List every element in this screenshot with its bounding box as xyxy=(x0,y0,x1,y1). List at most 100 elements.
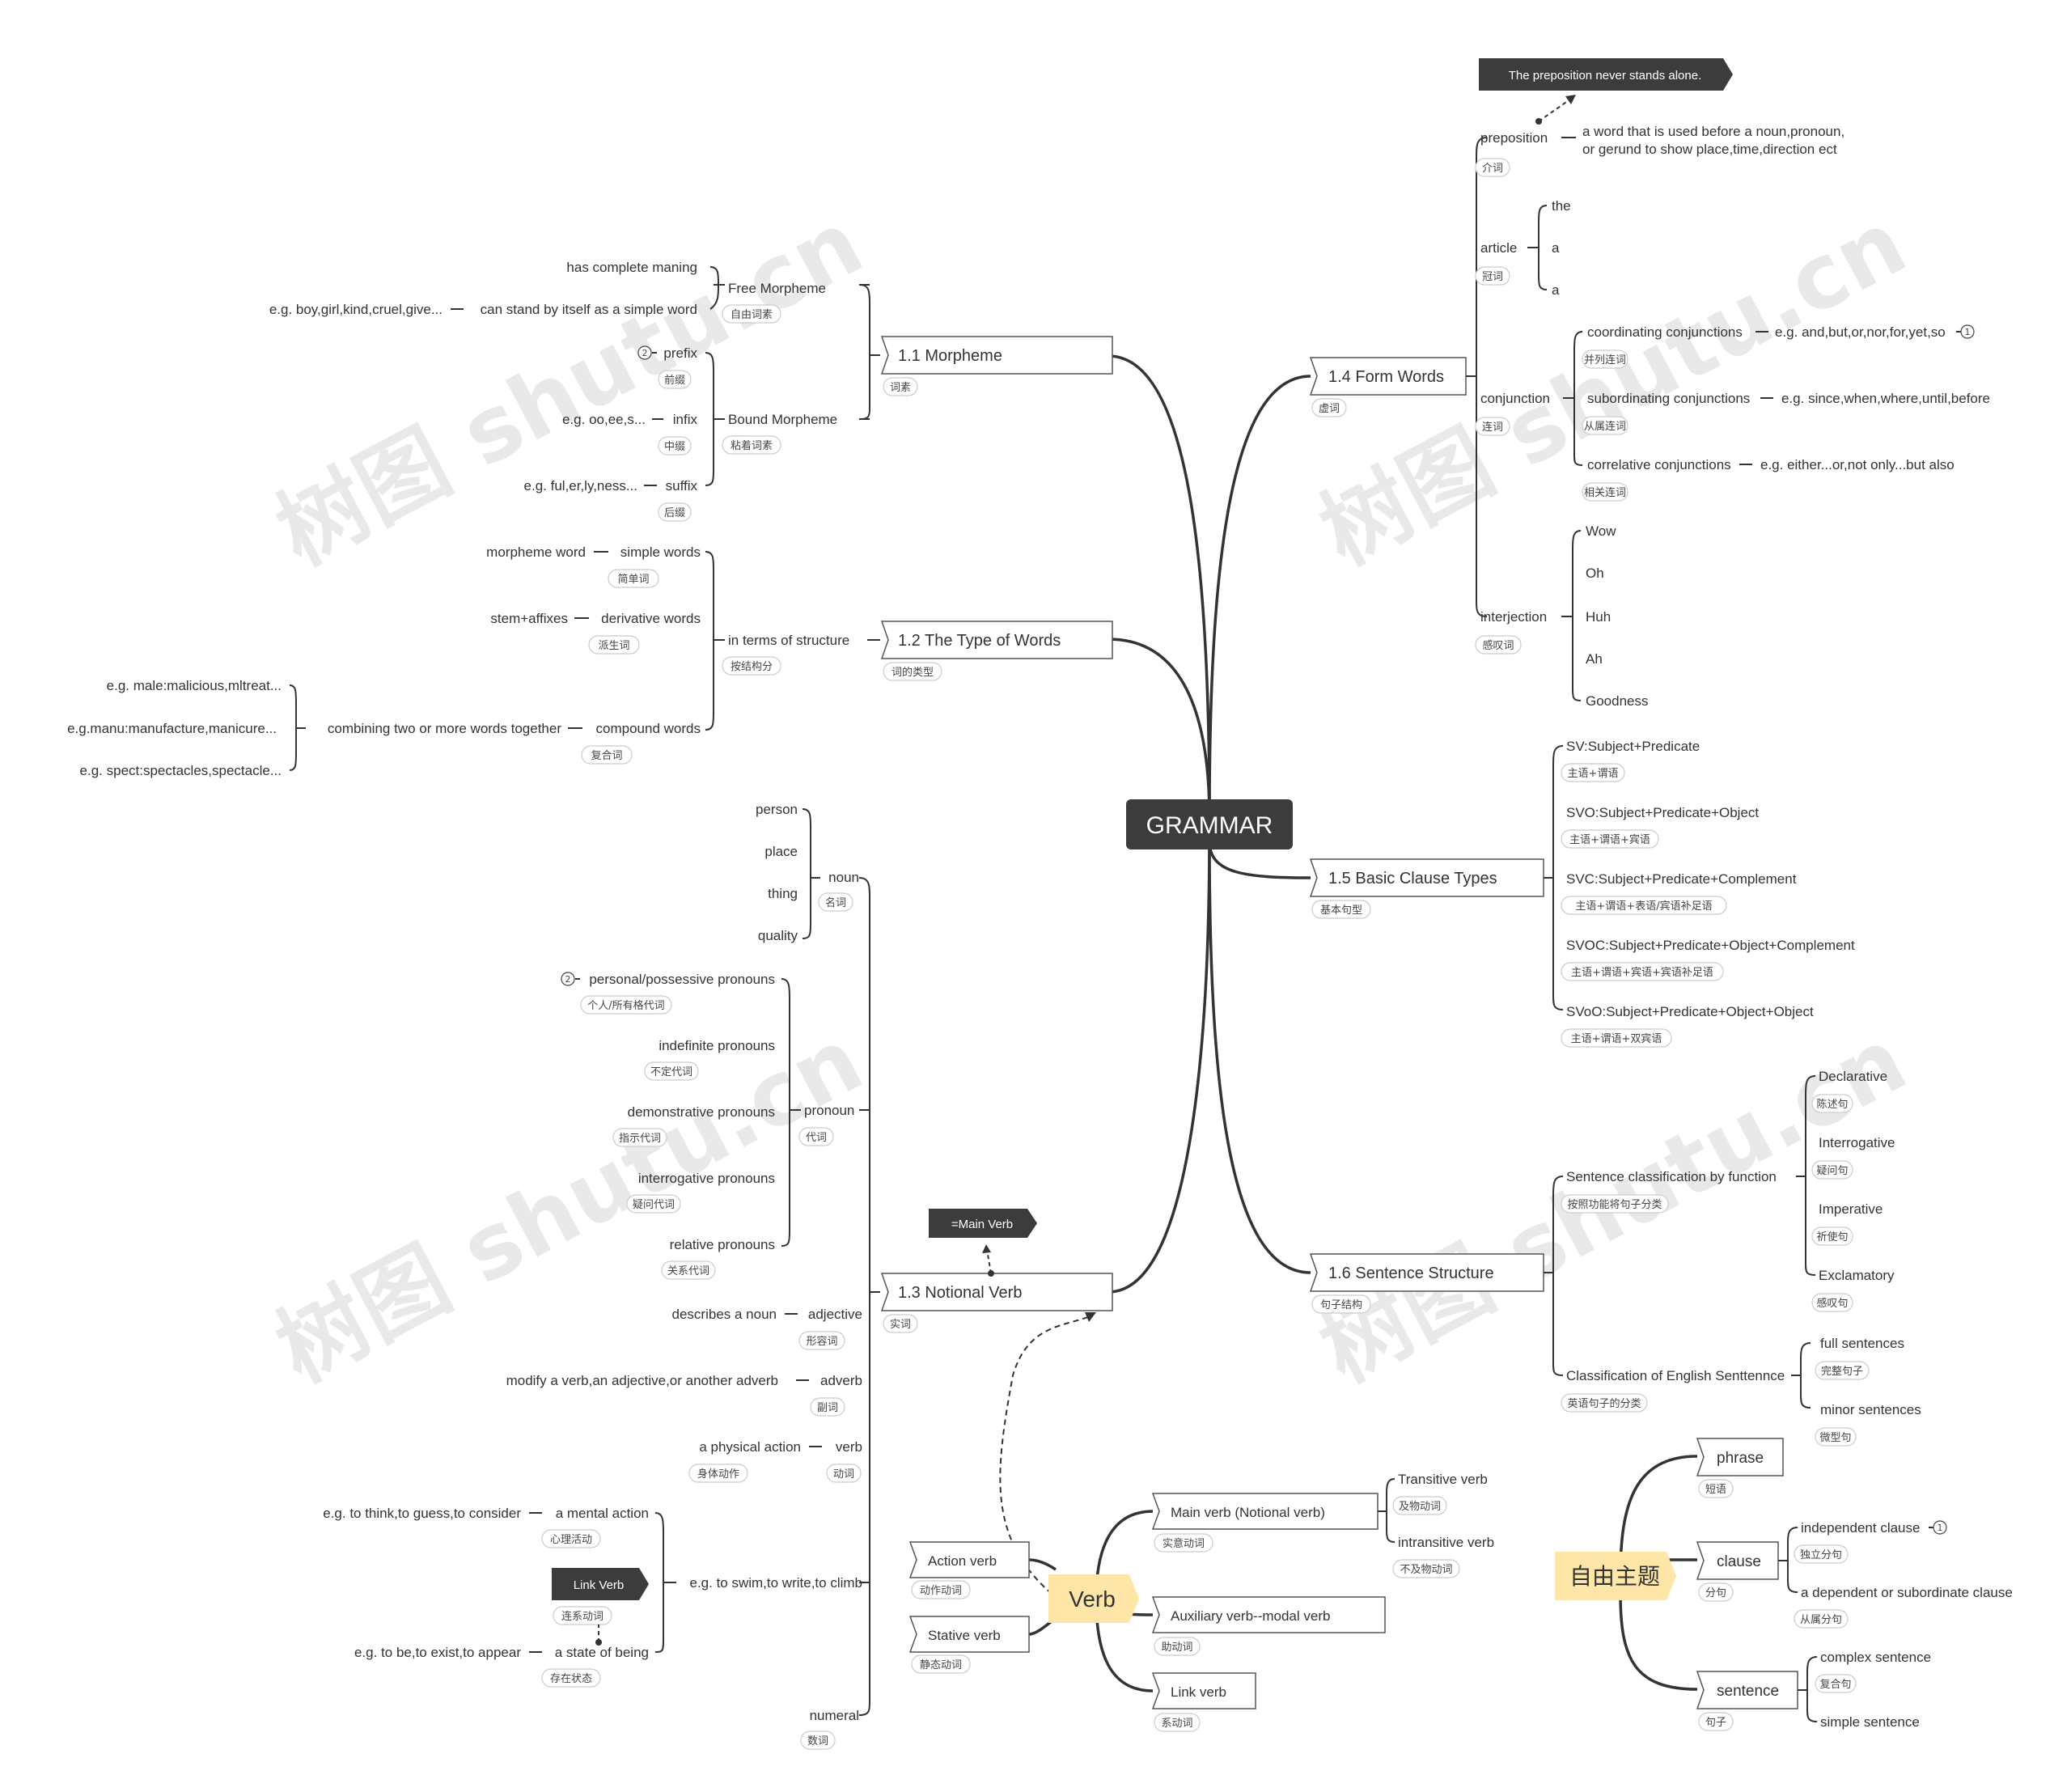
clause-label: clause xyxy=(1717,1553,1761,1570)
correlative-sub: 相关连词 xyxy=(1584,486,1626,499)
link-verb-callout-sub: 连系动词 xyxy=(561,1610,604,1623)
demonstrative-pronouns: demonstrative pronouns xyxy=(628,1104,775,1120)
interjection-ah: Ah xyxy=(1586,651,1603,667)
stative-verb[interactable] xyxy=(908,1616,1030,1653)
numeral: numeral xyxy=(810,1708,859,1723)
topic-form[interactable] xyxy=(1309,357,1467,396)
subordinating-example: e.g. since,when,where,until,before xyxy=(1781,391,1990,406)
link-verb[interactable] xyxy=(1151,1672,1256,1709)
main-verb[interactable] xyxy=(1151,1493,1379,1530)
correlative-example: e.g. either...or,not only...but also xyxy=(1760,457,1955,472)
exclamatory-sub: 感叹句 xyxy=(1816,1297,1848,1310)
state-of-being: a state of being xyxy=(555,1645,649,1660)
topic-form-sub: 虚词 xyxy=(1319,403,1340,415)
article-a: a xyxy=(1552,240,1560,256)
link-verb-sub: 系动词 xyxy=(1161,1718,1192,1730)
topic-types-sub: 词的类型 xyxy=(892,666,934,679)
preposition-callout[interactable] xyxy=(1479,58,1733,91)
main-verb-callout[interactable] xyxy=(929,1209,1037,1238)
clause-sub: 分句 xyxy=(1705,1587,1726,1599)
clause-svoo-sub: 主语+谓语+双宾语 xyxy=(1571,1032,1662,1045)
imperative-sub: 祈使句 xyxy=(1816,1231,1848,1243)
interjection-sub: 感叹词 xyxy=(1482,639,1514,652)
verb-topic[interactable] xyxy=(1048,1574,1139,1623)
noun-quality: quality xyxy=(758,928,798,943)
topic-morpheme[interactable] xyxy=(880,336,1113,375)
interjection-goodness: Goodness xyxy=(1586,693,1649,709)
article-sub: 冠词 xyxy=(1482,271,1503,283)
state-of-being-sub: 存在状态 xyxy=(550,1673,592,1685)
bound-morpheme: Bound Morpheme xyxy=(728,412,837,427)
topic-clause[interactable] xyxy=(1309,858,1544,897)
free-topic[interactable] xyxy=(1555,1552,1676,1600)
auxiliary-verb-sub: 助动词 xyxy=(1161,1642,1192,1654)
subordinating-conjunctions: subordinating conjunctions xyxy=(1587,391,1750,406)
imperative: Imperative xyxy=(1819,1201,1883,1217)
preposition-def-2: or gerund to show place,time,direction e… xyxy=(1582,142,1837,157)
clause-svo-sub: 主语+谓语+宾语 xyxy=(1569,833,1650,846)
suffix: suffix xyxy=(666,478,698,494)
state-of-being-example: e.g. to be,to exist,to appear xyxy=(354,1645,521,1660)
derivative-words-sub: 派生词 xyxy=(598,640,629,652)
indefinite-pronouns: indefinite pronouns xyxy=(659,1038,775,1053)
adjective-sub: 形容词 xyxy=(806,1335,837,1348)
minor-sentences-sub: 微型句 xyxy=(1819,1432,1851,1444)
compound-example-1: e.g. male:malicious,mltreat... xyxy=(107,678,282,693)
topic-notional[interactable] xyxy=(880,1273,1113,1311)
preposition-def-1: a word that is used before a noun,pronou… xyxy=(1582,124,1844,139)
infix-sub: 中缀 xyxy=(664,441,685,453)
phrase-node[interactable] xyxy=(1696,1438,1784,1476)
branch-form: 1.4 Form Words 虚词 The preposition never … xyxy=(1309,58,1990,709)
topic-sentence[interactable] xyxy=(1309,1253,1544,1292)
adverb-sub: 副词 xyxy=(817,1402,838,1414)
english-classification: Classification of English Senttennce xyxy=(1566,1368,1785,1383)
sentence-label: sentence xyxy=(1717,1683,1779,1700)
action-verb-sub: 动作动词 xyxy=(920,1585,962,1597)
complex-sentence-sub: 复合句 xyxy=(1819,1679,1851,1691)
verb-example: e.g. to swim,to write,to climb xyxy=(689,1575,862,1591)
interjection-wow: Wow xyxy=(1586,523,1616,539)
verb-desc: a physical action xyxy=(699,1439,801,1455)
action-verb[interactable] xyxy=(908,1541,1030,1578)
clause-svoo: SVoO:Subject+Predicate+Object+Object xyxy=(1566,1004,1814,1019)
topic-form-label: 1.4 Form Words xyxy=(1328,368,1444,386)
center-node[interactable]: GRAMMAR xyxy=(1126,799,1293,849)
preposition-callout-label: The preposition never stands alone. xyxy=(1509,69,1701,83)
phrase-label: phrase xyxy=(1717,1450,1764,1467)
simple-words-sub: 简单词 xyxy=(617,573,649,586)
free-morpheme-example: e.g. boy,girl,kind,cruel,give... xyxy=(269,302,443,317)
simple-words: simple words xyxy=(620,544,701,560)
branch-sentence: 1.6 Sentence Structure 句子结构 Sentence cla… xyxy=(1309,1069,1921,1447)
correlative-conjunctions: correlative conjunctions xyxy=(1587,457,1731,472)
topic-sentence-sub: 句子结构 xyxy=(1320,1299,1362,1311)
clause-node[interactable] xyxy=(1696,1541,1779,1580)
interjection-oh: Oh xyxy=(1586,566,1604,581)
topic-types[interactable] xyxy=(880,621,1113,659)
sentence-node[interactable] xyxy=(1696,1671,1798,1709)
pronoun: pronoun xyxy=(804,1103,854,1118)
link-verb-callout[interactable] xyxy=(552,1568,649,1600)
auxiliary-verb[interactable] xyxy=(1151,1596,1386,1633)
transitive-verb-sub: 及物动词 xyxy=(1399,1501,1441,1513)
clause-sv: SV:Subject+Predicate xyxy=(1566,739,1700,754)
mental-action-example: e.g. to think,to guess,to consider xyxy=(323,1506,521,1521)
noun-person: person xyxy=(756,802,798,817)
stative-verb-sub: 静态动词 xyxy=(920,1659,962,1671)
interjection-huh: Huh xyxy=(1586,609,1611,625)
compound-example-3: e.g. spect:spectacles,spectacle... xyxy=(80,763,282,778)
derivative-words: derivative words xyxy=(601,611,701,626)
free-morpheme: Free Morpheme xyxy=(728,281,826,296)
topic-morpheme-label: 1.1 Morpheme xyxy=(898,347,1002,365)
stative-verb-label: Stative verb xyxy=(928,1628,1001,1643)
branch-notional: 1.3 Notional Verb 实词 =Main Verb noun 名词 … xyxy=(323,802,1113,1750)
prefix-sub: 前缀 xyxy=(664,374,685,387)
noun: noun xyxy=(828,870,859,885)
phrase-sub: 短语 xyxy=(1705,1484,1726,1496)
watermark: 树图 shutu.cn xyxy=(260,191,878,585)
branch-clause: 1.5 Basic Clause Types 基本句型 SV:Subject+P… xyxy=(1309,739,1855,1048)
infix-example: e.g. oo,ee,s... xyxy=(562,412,646,427)
personal-pronouns: personal/possessive pronouns xyxy=(589,972,775,987)
verb-desc-sub: 身体动作 xyxy=(697,1468,739,1481)
function-classification: Sentence classification by function xyxy=(1566,1169,1777,1184)
